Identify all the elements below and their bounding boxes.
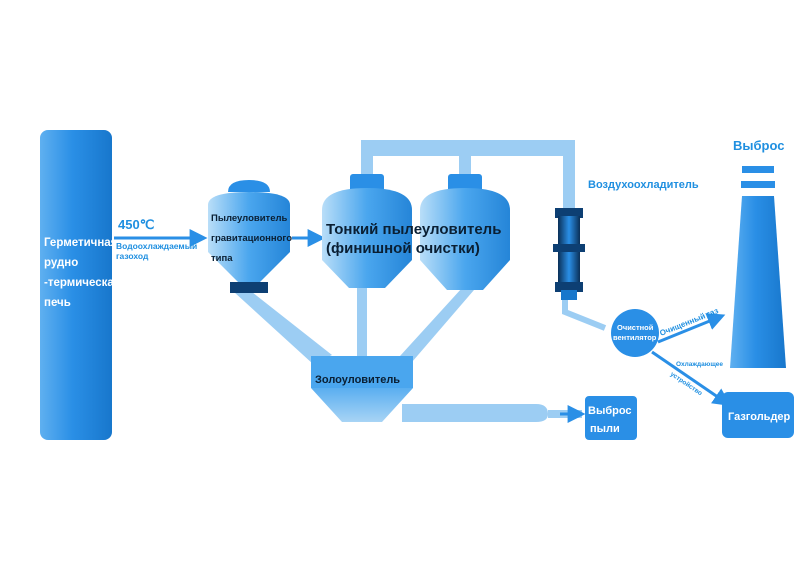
ash-collector-funnel (311, 388, 413, 422)
gravity-collector-line-3: типа (211, 253, 233, 264)
fine-filter-line-1: Тонкий пылеуловитель (326, 221, 501, 238)
fine-filter-1-body (322, 188, 412, 288)
inlet-duct-line-1: Водоохлаждаемый (116, 241, 197, 251)
furnace: Герметичная рудно -термическая печь (40, 130, 124, 440)
filter1-to-ash-pipe (357, 285, 367, 357)
cooling-device-label: Охлаждающее (676, 361, 723, 368)
stack-label: Выброс (733, 138, 784, 153)
gravity-to-ash-pipe (234, 292, 332, 364)
gas-holder-label: Газгольдер (728, 411, 791, 423)
gas-holder-box (722, 392, 794, 438)
air-cooler-outlet (561, 290, 577, 300)
gravity-collector-line-1: Пылеуловитель (211, 213, 288, 224)
air-cooler-mid-band (553, 244, 585, 252)
stack-band-2 (741, 181, 775, 188)
cooler-to-fan-pipe (562, 298, 607, 331)
furnace-label: Герметичная рудно -термическая печь (44, 237, 124, 309)
cooling-device-arrow (651, 350, 731, 407)
fine-filter-2-body (420, 188, 510, 290)
gas-holder: Газгольдер (722, 392, 794, 438)
gravity-collector-label: Пылеуловитель гравитационного типа (211, 213, 295, 264)
stack-band-1 (742, 166, 774, 173)
gravity-collector-flange (230, 282, 268, 293)
fine-filter-line-2: (финишной очистки) (326, 240, 480, 257)
inlet-temperature: 450℃ (118, 217, 154, 232)
dust-discharge-line-1: Выброс (588, 405, 632, 417)
gravity-collector: Пылеуловитель гравитационного типа (208, 180, 295, 293)
cooling-device-line-1: Охлаждающее (676, 361, 723, 368)
fine-filter-2 (420, 174, 510, 290)
furnace-label-line-1: Герметичная (44, 237, 117, 249)
ash-collector-label: Золоуловитель (315, 374, 400, 386)
header-drop-filter-2 (459, 140, 471, 176)
ash-collector: Золоуловитель (311, 356, 413, 422)
dust-discharge-box (585, 396, 637, 440)
dust-discharge-label: Выброс пыли (588, 405, 635, 435)
furnace-label-line-2: рудно (44, 257, 78, 269)
air-cooler-bottom-flange (555, 282, 583, 292)
air-cooler-label: Воздухоохладитель (588, 179, 699, 191)
inlet-duct-line-2: газоход (116, 251, 149, 261)
fine-filter-label: Тонкий пылеуловитель (финишной очистки) (326, 221, 506, 257)
fine-filter-2-neck (448, 174, 482, 192)
pipes (234, 140, 607, 422)
dust-discharge: Выброс пыли (560, 396, 637, 440)
air-cooler-top-flange (555, 208, 583, 218)
stack: Выброс (730, 138, 786, 368)
gravity-collector-cap (228, 180, 270, 192)
stack-body (730, 196, 786, 368)
fine-filter-1 (322, 174, 412, 288)
gravity-collector-line-2: гравитационного (211, 233, 292, 244)
cleaned-gas-arrow (657, 313, 726, 344)
furnace-body (40, 130, 112, 440)
header-drop-filter-1 (361, 140, 373, 176)
inlet-duct-label: Водоохлаждаемый газоход (116, 241, 200, 261)
fan-circle (611, 309, 659, 357)
air-cooler: Воздухоохладитель (553, 179, 699, 300)
fan-label-line-1: Очистной (617, 323, 654, 332)
dust-discharge-pipe (402, 404, 548, 422)
gravity-collector-body (208, 192, 290, 282)
cleaning-fan: Очистной вентилятор (611, 309, 659, 357)
fine-filter-1-neck (350, 174, 384, 192)
fan-label: Очистной вентилятор (613, 323, 657, 342)
fan-label-line-2: вентилятор (613, 333, 657, 342)
header-to-cooler-pipe (563, 140, 575, 210)
dust-discharge-line-2: пыли (590, 423, 620, 435)
furnace-label-line-3: -термическая (44, 277, 121, 289)
furnace-label-line-4: печь (44, 297, 71, 309)
inlet-flow: 450℃ Водоохлаждаемый газоход (114, 217, 208, 261)
filter2-to-ash-pipe (400, 288, 474, 362)
ash-collector-top (311, 356, 413, 388)
